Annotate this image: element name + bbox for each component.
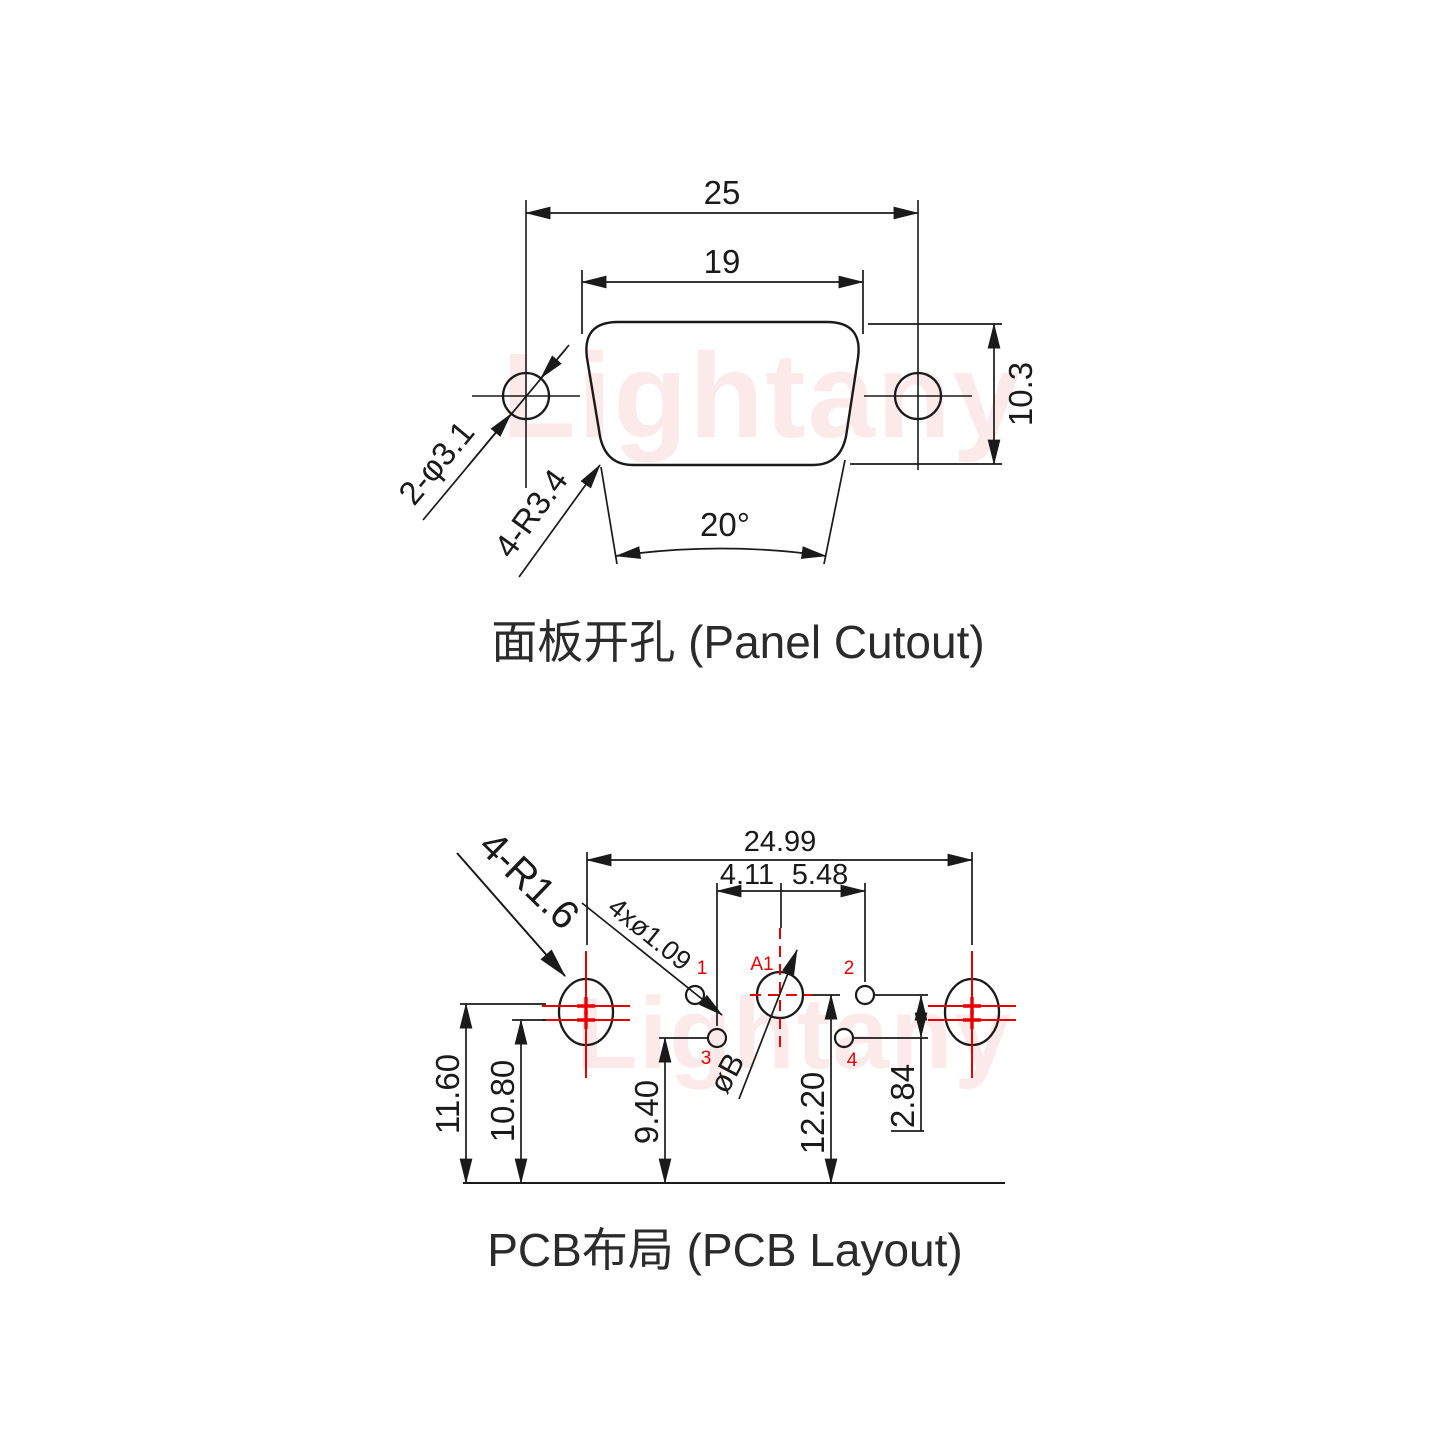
dim-25: 25: [524, 174, 920, 220]
dim-9-40-text: 9.40: [628, 1080, 665, 1144]
pin-4-label: 4: [847, 1050, 858, 1071]
dim-10-3: 10.3: [850, 322, 1039, 466]
pin-3-label: 3: [701, 1048, 712, 1069]
a1-crosshair-red-dashed: [750, 928, 812, 1053]
dim-2-84: 2.84: [853, 994, 928, 1132]
dim-11-60-text: 11.60: [429, 1054, 466, 1134]
pad-hole-cross-marks: [577, 997, 981, 1029]
watermark-bottom: Lightany: [576, 978, 1013, 1090]
dim-5-48-text: 5.48: [792, 859, 848, 891]
leader-corner-radius: 4-R3.4: [487, 462, 601, 578]
panel-cutout-title: 面板开孔 (Panel Cutout): [491, 616, 984, 668]
dim-24-99: 24.99: [585, 826, 974, 945]
dim-9-40: 9.40: [628, 1036, 708, 1185]
leader-pad-radius: 4-R1.6: [456, 823, 588, 977]
label-pin-holes-text: 4xø1.09: [602, 892, 697, 977]
pin-a1-label: A1: [750, 954, 773, 975]
dim-12-20-text: 12.20: [794, 1072, 831, 1155]
dim-19: 19: [580, 243, 865, 334]
dim-2-84-text: 2.84: [884, 1064, 921, 1128]
label-pad-radius-text: 4-R1.6: [471, 823, 588, 938]
watermark-top: Lightany: [502, 327, 1022, 463]
dsub-cutout-outline: [585, 320, 860, 467]
dim-angle-20: 20°: [600, 459, 846, 565]
dim-25-text: 25: [704, 174, 741, 211]
pcb-layout-drawing: Lightany: [429, 823, 1016, 1276]
label-mount-holes-text: 2-φ3.1: [391, 414, 481, 512]
dim-12-20: 12.20: [794, 993, 840, 1185]
dim-10-80: 10.80: [484, 1018, 546, 1185]
panel-cutout-drawing: Lightany 25 19 10.3: [391, 174, 1039, 668]
dim-10-80-text: 10.80: [484, 1060, 521, 1143]
label-corner-radius-text: 4-R3.4: [487, 462, 575, 564]
pcb-layout-title: PCB布局 (PCB Layout): [487, 1224, 962, 1276]
dim-11-60: 11.60: [429, 1002, 546, 1185]
pin-1-label: 1: [697, 958, 708, 979]
dim-19-text: 19: [704, 243, 741, 280]
dim-4-11-text: 4.11: [720, 859, 774, 891]
dim-24-99-text: 24.99: [744, 826, 817, 858]
dim-10-3-text: 10.3: [1002, 362, 1039, 426]
pin-2-label: 2: [844, 958, 855, 979]
dim-angle-text: 20°: [700, 506, 750, 543]
